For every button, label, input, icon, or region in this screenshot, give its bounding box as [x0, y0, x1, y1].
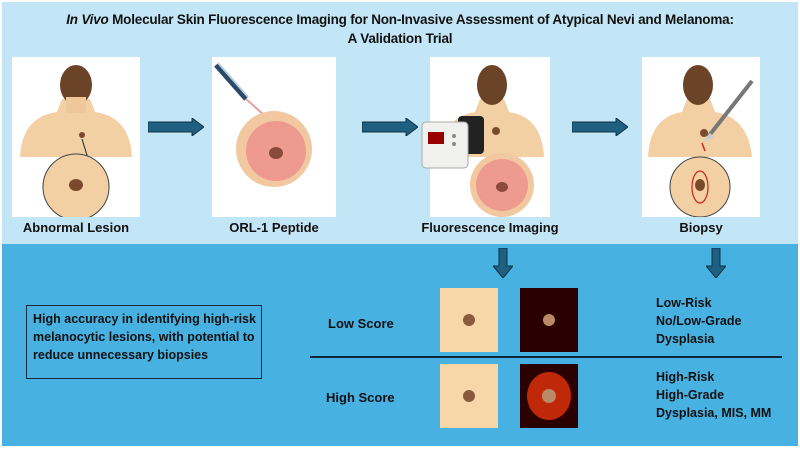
arrow-right-icon: [148, 118, 204, 136]
low-score-fluorescence-image: [520, 288, 578, 352]
back-with-lesion-icon: [20, 65, 132, 221]
low-score-label: Low Score: [328, 316, 394, 331]
arrow-right-icon: [572, 118, 628, 136]
risk-line: High-Grade: [656, 388, 725, 402]
pipette-drop-on-lesion-icon: [214, 62, 312, 187]
title-rest: Molecular Skin Fluorescence Imaging for …: [108, 12, 734, 27]
step-label: ORL-1 Peptide: [229, 220, 319, 235]
low-risk-outcome: Low-Risk No/Low-Grade Dysplasia: [656, 294, 741, 348]
divider: [310, 356, 782, 358]
risk-line: Dysplasia: [656, 332, 715, 346]
high-score-fluorescence-image: [520, 364, 578, 428]
step-label: Biopsy: [679, 220, 723, 235]
panel-biopsy: [642, 57, 760, 218]
low-score-skin-image: [440, 288, 498, 352]
panel-abnormal-lesion: [12, 57, 140, 221]
step-label: Abnormal Lesion: [22, 220, 130, 235]
title-line2: A Validation Trial: [347, 31, 453, 46]
summary-box: High accuracy in identifying high-risk m…: [26, 305, 262, 379]
step-label: Fluorescence Imaging: [421, 220, 559, 235]
high-risk-outcome: High-Risk High-Grade Dysplasia, MIS, MM: [656, 368, 771, 422]
arrow-right-icon: [362, 118, 418, 136]
risk-line: High-Risk: [656, 370, 715, 384]
title-italic: In Vivo: [66, 12, 109, 27]
arrow-down-icon: [493, 248, 513, 278]
fluorescence-camera-icon: [421, 116, 484, 169]
risk-line: Dysplasia, MIS, MM: [656, 406, 772, 420]
high-score-skin-image: [440, 364, 498, 428]
high-score-label: High Score: [326, 390, 395, 405]
scalpel-icon: [648, 65, 754, 218]
risk-line: Low-Risk: [656, 296, 712, 310]
panel-orl1-peptide: [212, 57, 336, 217]
page-title: In Vivo Molecular Skin Fluorescence Imag…: [0, 10, 800, 48]
risk-line: No/Low-Grade: [656, 314, 742, 328]
arrow-down-icon: [706, 248, 726, 278]
results-band: [2, 244, 798, 446]
